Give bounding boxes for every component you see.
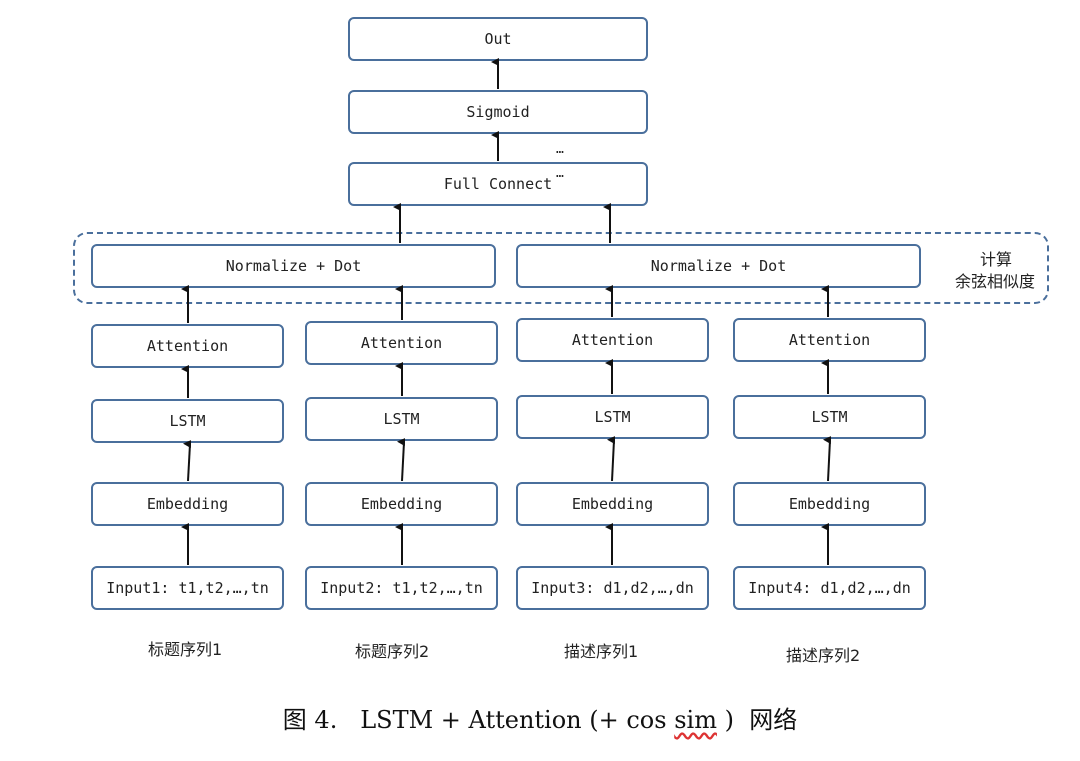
attention-box-1: Attention: [91, 324, 284, 368]
caption-prefix: 图 4. LSTM + Attention (+ cos: [282, 706, 675, 734]
input-box-3: Input3: d1,d2,…,dn: [516, 566, 709, 610]
column-caption-1: 标题序列1: [148, 640, 223, 659]
embedding-box-4: Embedding: [733, 482, 926, 526]
arrow-emb4-lstm: [823, 436, 832, 482]
lstm-box-4: LSTM: [733, 395, 926, 439]
ellipsis-lower: …: [556, 166, 564, 181]
input-box-1: Input1: t1,t2,…,tn: [91, 566, 284, 610]
attention-box-4: Attention: [733, 318, 926, 362]
column-caption-3: 描述序列1: [564, 642, 639, 661]
ellipsis-upper: …: [556, 142, 564, 157]
cosine-annotation-line2: 余弦相似度: [955, 272, 1036, 291]
input-box-2: Input2: t1,t2,…,tn: [305, 566, 498, 610]
arrow-emb3-lstm: [607, 436, 616, 482]
normalize-dot-left: Normalize + Dot: [91, 244, 496, 288]
caption-suffix: ) 网络: [716, 706, 798, 734]
figure-caption: 图 4. LSTM + Attention (+ cos sim ) 网络: [0, 700, 1080, 735]
arrow-emb1-lstm: [183, 440, 192, 482]
embedding-box-1: Embedding: [91, 482, 284, 526]
input-box-4: Input4: d1,d2,…,dn: [733, 566, 926, 610]
column-caption-2: 标题序列2: [355, 642, 430, 661]
cosine-similarity-group: [73, 232, 1049, 304]
full-connect-box: Full Connect: [348, 162, 648, 206]
embedding-box-3: Embedding: [516, 482, 709, 526]
lstm-box-2: LSTM: [305, 397, 498, 441]
arrow-emb2-lstm: [397, 438, 406, 482]
caption-sim: sim: [674, 706, 717, 734]
column-caption-4: 描述序列2: [786, 646, 861, 665]
normalize-dot-right: Normalize + Dot: [516, 244, 921, 288]
cosine-annotation-line1: 计算: [980, 250, 1013, 269]
lstm-box-3: LSTM: [516, 395, 709, 439]
